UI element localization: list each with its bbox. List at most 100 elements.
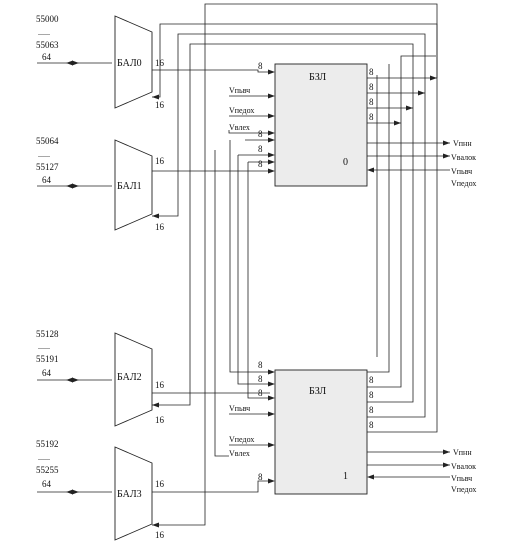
wire-arrow-6: [418, 90, 425, 96]
wire-3: [152, 33, 426, 418]
bzl1-out-width-2: 8: [369, 390, 374, 400]
bal3-range-start: 55192: [36, 439, 59, 449]
bzl0-out-width-1: 8: [369, 67, 374, 77]
wire-18: [152, 480, 270, 493]
wire-arrow-8: [394, 120, 401, 126]
bal3-range-dots: ......: [38, 453, 50, 462]
wire-arrow-13: [443, 449, 450, 455]
bal3-out-top: 16: [155, 479, 165, 489]
bzl0-out-label-4: Vпедох: [451, 179, 476, 188]
wire-16: [152, 69, 270, 73]
bal0-input-arrow-b: [72, 60, 79, 66]
bal1-mux-shape: [114, 139, 153, 231]
wire-arrow-1: [152, 94, 159, 100]
wire-12: [367, 55, 436, 388]
bal3-input-arrow-b: [72, 489, 79, 495]
mux-bal1: 55064 ...... 55127 64 БАЛ1 16 16: [36, 136, 165, 232]
bzl0-in-width-1: 8: [258, 61, 263, 71]
logic-block-0: БЗЛ 0 8 8 8 8 Vпьвч Vпедох Vвлех 8 8 8 8…: [229, 61, 476, 188]
bzl1-in-arrow-2: [268, 442, 275, 448]
mux-bal3: 55192 ...... 55255 64 БАЛ3 16 16: [36, 439, 165, 541]
wire-21: [228, 130, 270, 134]
bal0-bus-width: 64: [42, 52, 52, 62]
bzl0-in-width-4: 8: [258, 159, 263, 169]
bal3-bus-width: 64: [42, 479, 52, 489]
bal3-input-arrow: [66, 489, 73, 495]
bzl1-in-label-1: Vпьвч: [229, 404, 250, 413]
bzl0-box: [274, 63, 368, 187]
wire-arrow-24: [268, 152, 275, 158]
bzl1-in-arrow-1: [268, 411, 275, 417]
bzl1-in-width-1: 8: [258, 360, 263, 370]
bal2-bus-width: 64: [42, 368, 52, 378]
wire-2: [152, 3, 438, 526]
wire-arrow-22: [268, 137, 275, 143]
bal1-range-start: 55064: [36, 136, 59, 146]
bzl0-out-width-3: 8: [369, 97, 374, 107]
bal2-out-top: 16: [155, 380, 165, 390]
wire-arrow-10: [443, 153, 450, 159]
wire-arrow-3: [152, 213, 159, 219]
bal1-out-bottom: 16: [155, 222, 165, 232]
bzl1-index: 1: [343, 471, 348, 482]
bal1-range-dots: ......: [38, 150, 50, 159]
bzl0-out-label-2: Vвалок: [451, 153, 476, 162]
logic-block-1: БЗЛ 1 8 8 8 8 Vпьвч Vпедох Vвлех 8 8 8 8…: [229, 360, 476, 495]
wire-23: [229, 140, 270, 373]
wire-arrow-27: [268, 395, 275, 401]
bzl0-in-width-2: 8: [258, 129, 263, 139]
bzl1-out-label-2: Vвалок: [451, 462, 476, 471]
bal3-label: БАЛ3: [117, 489, 142, 500]
mux-bal0: 55000 ...... 55063 64 БАЛ0 16 16: [36, 14, 165, 110]
bzl0-out-width-4: 8: [369, 112, 374, 122]
bal0-mux-shape: [114, 15, 153, 109]
wire-arrow-15: [367, 474, 374, 480]
bal0-range-start: 55000: [36, 14, 59, 24]
bal1-range-end: 55127: [36, 162, 59, 172]
bal2-range-dots: ......: [38, 342, 50, 351]
bal1-label: БАЛ1: [117, 181, 142, 192]
bzl0-out-label-1: Vпнн: [453, 139, 472, 148]
wire-arrow-5: [430, 75, 437, 81]
bzl0-out-label-3: Vпьвч: [451, 167, 472, 176]
mux-bal2: 55128 ...... 55191 64 БАЛ2 16 16: [36, 329, 165, 427]
bal0-out-bottom: 16: [155, 100, 165, 110]
bzl0-in-width-3: 8: [258, 144, 263, 154]
bal2-label: БАЛ2: [117, 372, 142, 383]
wire-arrow-26: [268, 159, 275, 165]
bal2-input-arrow: [66, 377, 73, 383]
wire-27: [247, 162, 270, 399]
bal2-input-arrow-b: [72, 377, 79, 383]
wire-arrow-11: [367, 167, 374, 173]
bzl1-out-label-1: Vпнн: [453, 448, 472, 457]
bzl0-index: 0: [343, 157, 348, 168]
bzl0-label: БЗЛ: [309, 72, 326, 83]
bal0-label: БАЛ0: [117, 58, 142, 69]
wire-arrow-16: [268, 69, 275, 75]
bal2-range-start: 55128: [36, 329, 59, 339]
wire-arrow-21: [268, 130, 275, 136]
bal1-input-arrow: [66, 183, 73, 189]
bal2-out-bottom: 16: [155, 415, 165, 425]
bal3-range-end: 55255: [36, 465, 59, 475]
wire-arrow-4: [152, 402, 159, 408]
wire-arrow-9: [443, 140, 450, 146]
wire-4: [152, 43, 414, 406]
wire-network: [152, 3, 450, 528]
wire-arrow-7: [406, 105, 413, 111]
wire-20: [214, 150, 229, 457]
bzl1-label: БЗЛ: [309, 386, 326, 397]
bzl1-in-width-4: 8: [258, 472, 263, 482]
wire-29: [367, 64, 390, 373]
bal3-mux-shape: [114, 446, 153, 541]
bal1-input-arrow-b: [72, 183, 79, 189]
bzl1-out-width-1: 8: [369, 375, 374, 385]
bzl1-out-width-3: 8: [369, 405, 374, 415]
bzl0-in-arrow-2: [268, 113, 275, 119]
bzl1-out-width-4: 8: [369, 420, 374, 430]
bal0-range-end: 55063: [36, 40, 59, 50]
wire-arrow-23: [268, 369, 275, 375]
bzl0-out-width-2: 8: [369, 82, 374, 92]
